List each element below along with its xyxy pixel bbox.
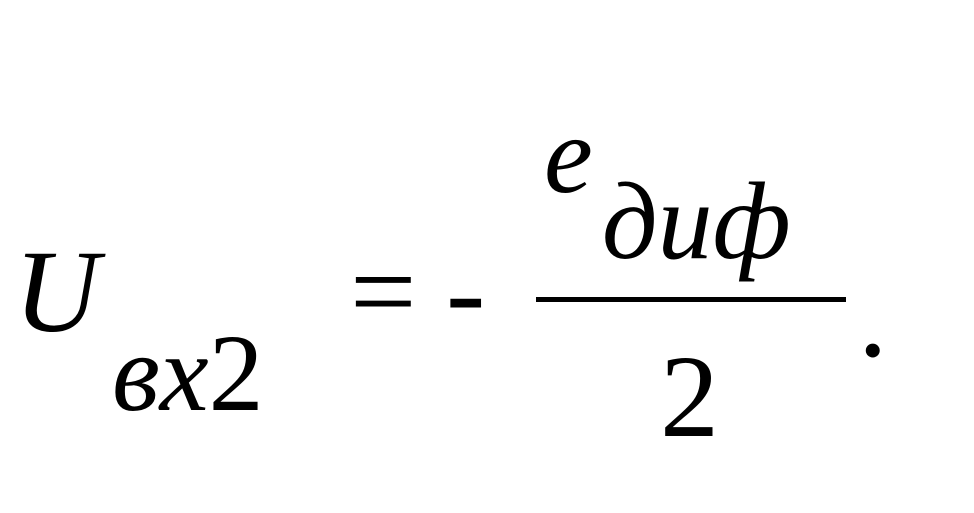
subscript-vx2: вх2 — [112, 318, 264, 428]
numerator-subscript-dif: диф — [602, 160, 791, 282]
minus-sign: - — [446, 226, 486, 357]
denominator-two: 2 — [660, 331, 719, 462]
subscript-digit: 2 — [208, 312, 264, 434]
fraction-bar — [536, 297, 846, 302]
period: . — [858, 251, 888, 382]
variable-u: U — [14, 226, 100, 357]
subscript-vx-letters: вх — [112, 312, 209, 434]
equals-sign: = — [350, 226, 417, 357]
numerator-variable-e: e — [544, 94, 593, 216]
